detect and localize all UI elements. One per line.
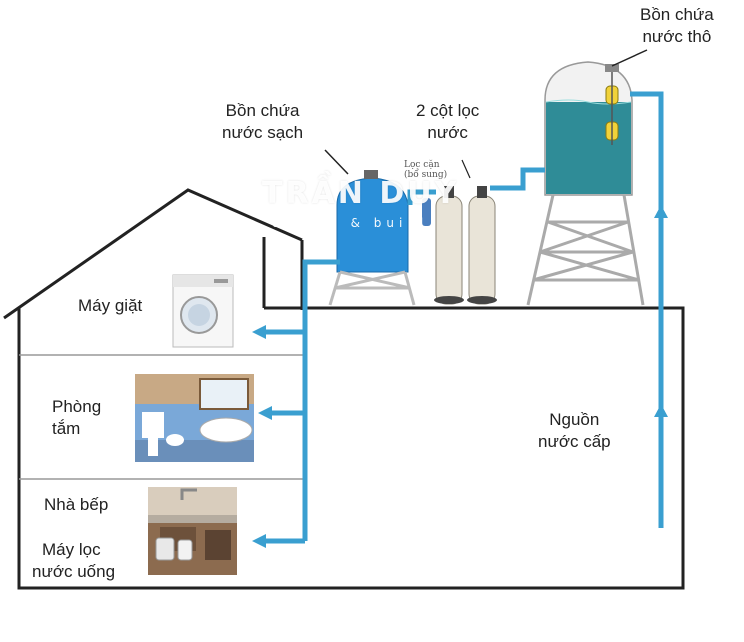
filter-columns-label-line2: nước [427,123,468,142]
water-source-label: Nguồn nước cấp [538,409,611,453]
filter-columns-label: 2 cột lọc nước [416,100,479,144]
clean-tank-label-line1: Bồn chứa [225,101,300,120]
sediment-filter [422,198,431,226]
sediment-filter-label-line2: (bổ sung) [404,170,448,180]
raw-tank-label: Bồn chứa nước thô [640,4,714,48]
label-pointer [461,159,471,179]
clean-tank-label: Bồn chứa nước sạch [222,100,303,144]
sediment-filter-label: Lọc cặn (bổ sung) [404,160,447,180]
kitchen-image [148,487,237,575]
raw-tank-label-line1: Bồn chứa [640,5,714,24]
clean-tank-label-line2: nước sạch [222,123,304,142]
arrow-left-icon [252,325,266,339]
label-pointer [324,149,349,175]
raw-water-tank [526,61,645,306]
arrow-up-icon [654,404,668,417]
raw-tank-label-line2: nước thô [642,27,712,46]
flow-arrows [252,205,668,548]
watermark-logo: TRẦN DUY [262,176,460,211]
arrow-up-icon [654,205,668,218]
washing-machine-label: Máy giặt [78,296,143,315]
house-outline [3,188,685,590]
filter-columns [434,186,497,305]
arrow-left-icon [252,534,266,548]
filter-columns-label-line1: 2 cột lọc [416,101,480,120]
water-source-label-line2: nước cấp [538,432,611,451]
bathroom-label-line2: tắm [52,419,81,438]
drinking-filter-label-line1: Máy lọc [42,540,101,559]
bathroom-label: Phòng tắm [52,396,101,440]
bathroom-image [135,374,254,462]
drinking-filter-label: Máy lọc nước uống [32,539,115,583]
arrow-left-icon [258,406,272,420]
label-pointer [611,49,648,67]
water-source-label-line1: Nguồn [549,410,600,429]
kitchen-label: Nhà bếp [44,495,109,514]
sediment-filter-label-line1: Lọc cặn [404,160,440,170]
watermark-tagline: design & build [272,216,429,230]
drinking-filter-label-line2: nước uống [32,562,116,581]
washing-machine-image [172,274,234,348]
water-pipes [264,91,664,544]
bathroom-label-line1: Phòng [52,397,102,416]
